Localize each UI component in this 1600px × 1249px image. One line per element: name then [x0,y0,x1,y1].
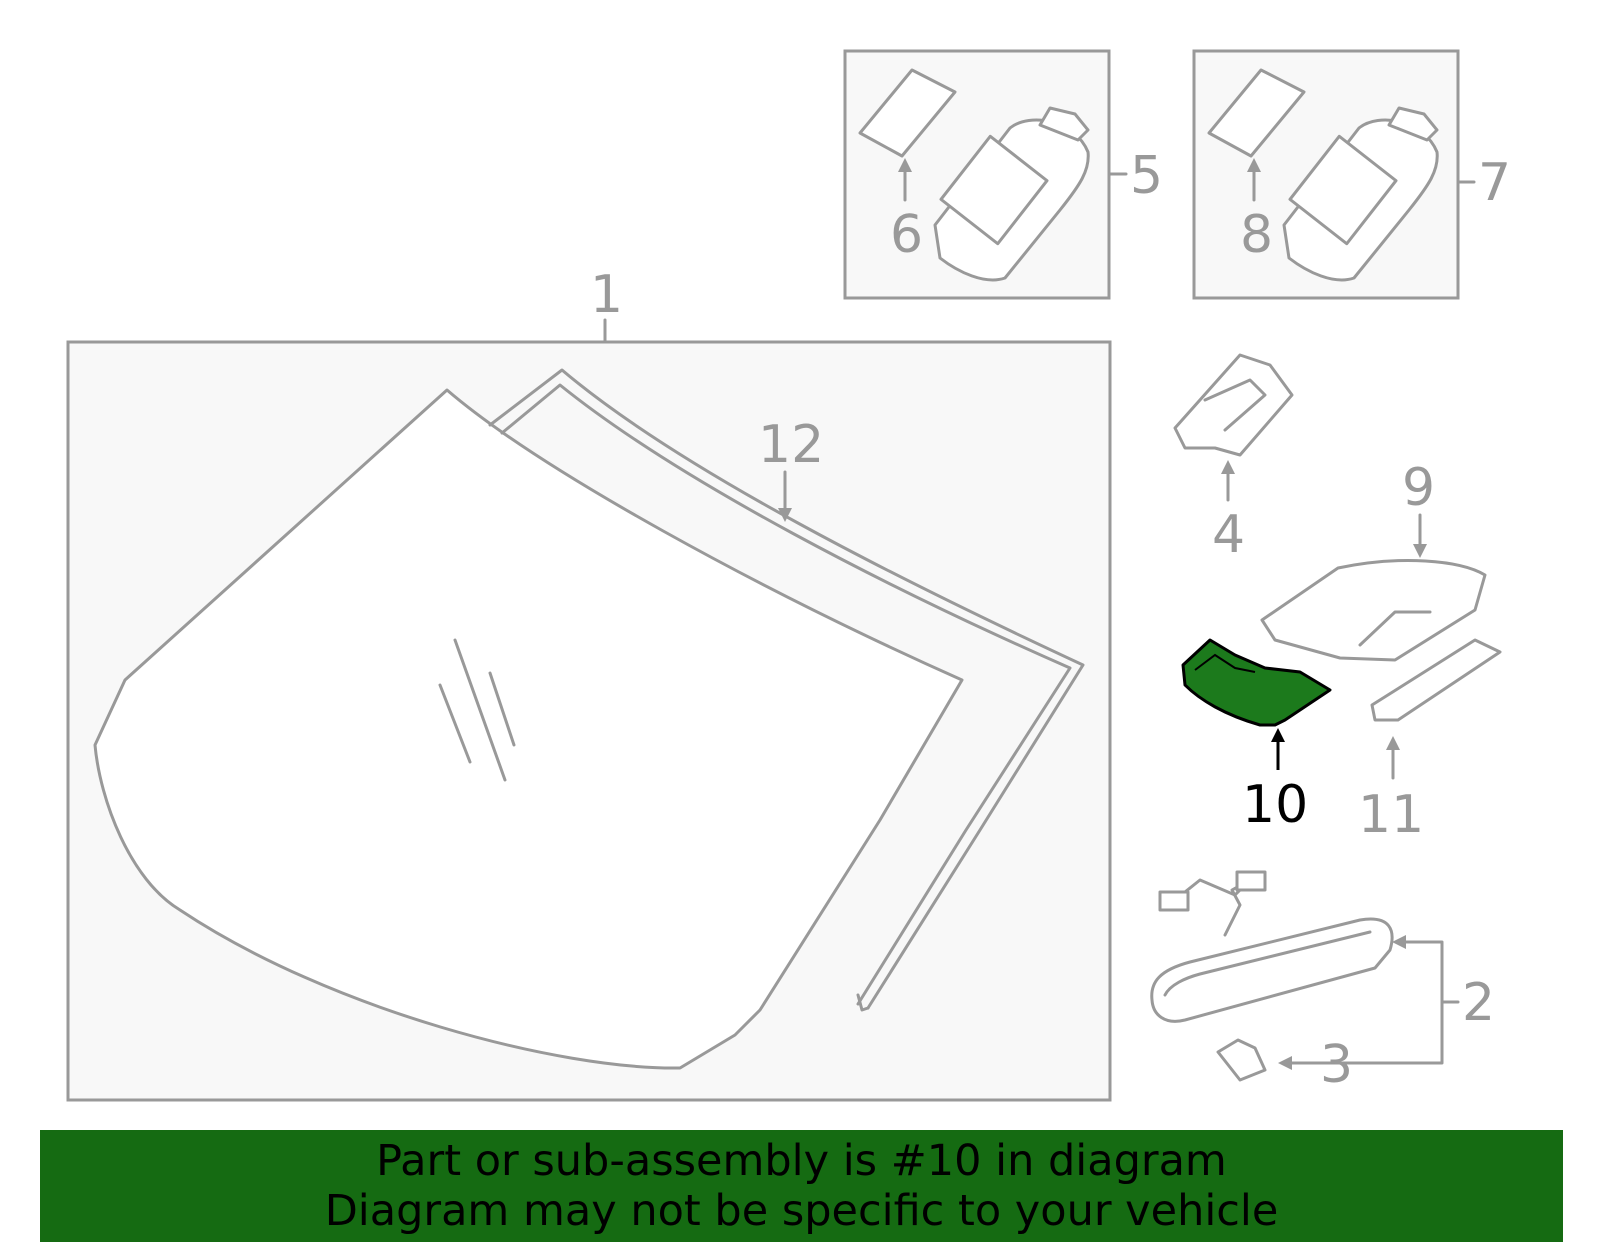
callout-5: 5 [1130,146,1163,206]
callout-10: 10 [1242,775,1308,835]
callout-6: 6 [890,205,923,265]
banner-line-part-number: Part or sub-assembly is #10 in diagram [376,1136,1227,1186]
callout-7: 7 [1478,153,1511,213]
callout-3: 3 [1320,1035,1353,1095]
callout-1: 1 [590,265,623,325]
windshield-glass [93,388,964,1070]
callout-2: 2 [1462,973,1495,1033]
rain-sensor-assembly-7 [1207,68,1439,282]
callout-11: 11 [1358,785,1424,845]
callout-4: 4 [1212,505,1245,565]
mirror-trim [1370,638,1502,722]
callout-8: 8 [1240,205,1273,265]
rear-view-mirror [1150,870,1394,1023]
mirror-cap [1216,1038,1267,1082]
rain-sensor-assembly-5 [858,68,1090,282]
banner-line-disclaimer: Diagram may not be specific to your vehi… [324,1186,1279,1236]
callout-12: 12 [758,415,824,475]
sensor-bracket [1173,353,1294,457]
mirror-cover [1260,559,1487,662]
windshield-moulding [488,368,1085,1012]
highlighted-part-10 [1181,638,1332,727]
info-banner: Part or sub-assembly is #10 in diagram D… [40,1130,1563,1242]
leader-lines [603,158,1476,1070]
callout-9: 9 [1402,458,1435,518]
